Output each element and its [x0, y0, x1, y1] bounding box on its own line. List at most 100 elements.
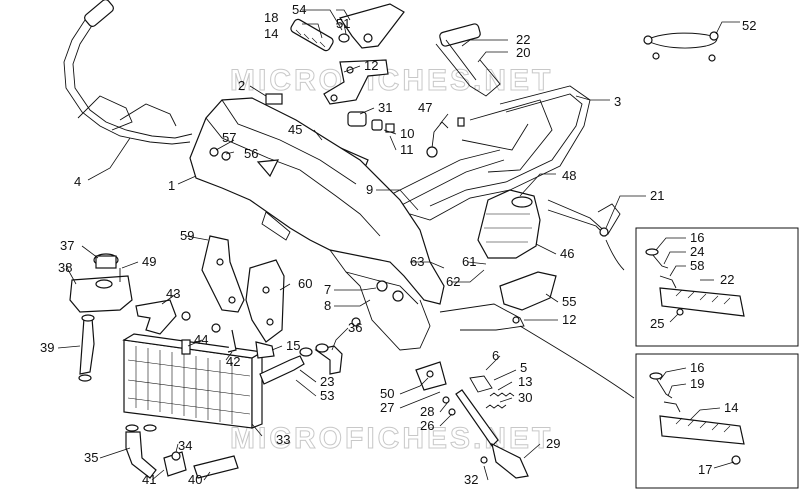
callout-42: 42	[226, 354, 240, 369]
callout-46: 46	[560, 246, 574, 261]
callout-60: 60	[298, 276, 312, 291]
callout-6: 6	[492, 348, 499, 363]
callout-17: 17	[698, 462, 712, 477]
callout-36: 36	[348, 320, 362, 335]
callout-31: 31	[378, 100, 392, 115]
hose-clamp-part	[81, 314, 95, 322]
arrow-to-lower-inset	[519, 325, 635, 399]
bushing-set-part	[347, 111, 395, 133]
expansion-tank-part	[69, 253, 133, 313]
callout-50: 50	[380, 386, 394, 401]
callout-25: 25	[650, 316, 664, 331]
callout-7: 7	[324, 282, 331, 297]
callout-11: 11	[400, 142, 414, 157]
callout-59: 59	[180, 228, 194, 243]
leader-lines	[57, 9, 740, 481]
callout-27: 27	[380, 400, 394, 415]
hose-fitting-part	[255, 341, 275, 359]
callout-40: 40	[188, 472, 202, 487]
sensor-part	[426, 117, 465, 158]
callout-37: 37	[60, 238, 74, 253]
callout-19: 19	[690, 376, 704, 391]
callout-9: 9	[366, 182, 373, 197]
callout-56: 56	[244, 146, 258, 161]
callout-53: 53	[320, 388, 334, 403]
callout-21: 21	[650, 188, 664, 203]
callout-26: 26	[420, 418, 434, 433]
callout-24: 24	[690, 244, 704, 259]
small-plate-part	[265, 93, 283, 105]
callout-62: 62	[446, 274, 460, 289]
support-bracket-left-part	[201, 235, 245, 313]
callout-13: 13	[518, 374, 532, 389]
callout-30: 30	[518, 390, 532, 405]
callout-45: 45	[288, 122, 302, 137]
callout-34: 34	[178, 438, 192, 453]
callout-51: 51	[336, 16, 350, 31]
callout-12: 12	[562, 312, 576, 327]
callout-61: 61	[462, 254, 476, 269]
rider-footrest-bracket-part	[547, 199, 621, 237]
oil-tank-part	[477, 189, 541, 259]
bolt-fitting-part	[181, 339, 191, 355]
callout-29: 29	[546, 436, 560, 451]
callout-20: 20	[516, 45, 530, 60]
callout-41: 41	[142, 472, 156, 487]
screw-fitting-part	[227, 329, 237, 353]
mirror-bracket-part	[338, 3, 405, 49]
footrest-upper-part	[290, 18, 334, 52]
plate-upper-part	[323, 59, 389, 105]
callout-16: 16	[690, 230, 704, 245]
callout-52: 52	[742, 18, 756, 33]
callout-labels: 54 51 18 14 22 20 52 12 2 3 31 47 10 11 …	[40, 2, 756, 487]
arrow-to-upper-inset	[605, 239, 625, 271]
callout-2: 2	[238, 78, 245, 93]
support-bracket-right-part	[245, 259, 285, 343]
callout-39: 39	[40, 340, 54, 355]
watermark-top: MICROFICHES.NET	[230, 64, 553, 97]
callout-16: 16	[690, 360, 704, 375]
hose-small-part	[79, 317, 95, 375]
clamp-part	[135, 299, 221, 335]
rear-subframe-part	[379, 85, 591, 221]
callout-47: 47	[418, 100, 432, 115]
callout-63: 63	[410, 254, 424, 269]
callout-8: 8	[324, 298, 331, 313]
callout-35: 35	[84, 450, 98, 465]
return-spring-part	[442, 392, 515, 416]
callout-12: 12	[364, 58, 378, 73]
callout-33: 33	[276, 432, 290, 447]
callout-57: 57	[222, 130, 236, 145]
callout-28: 28	[420, 404, 434, 419]
callout-4: 4	[74, 174, 81, 189]
hose-clamp-lower-part	[78, 374, 92, 382]
callout-48: 48	[562, 168, 576, 183]
callout-15: 15	[286, 338, 300, 353]
callout-10: 10	[400, 126, 414, 141]
main-frame-part	[189, 97, 445, 351]
lower-hose-assembly-part	[125, 424, 239, 479]
heel-guard-part	[439, 271, 557, 331]
callout-23: 23	[320, 374, 334, 389]
callout-43: 43	[166, 286, 180, 301]
radiator-part	[122, 333, 264, 429]
callout-3: 3	[614, 94, 621, 109]
coolant-hose-part	[259, 343, 343, 385]
callout-54: 54	[292, 2, 306, 17]
footrest-link-part	[435, 23, 501, 97]
callout-14: 14	[264, 26, 278, 41]
inset-lower-footrest	[635, 353, 799, 489]
callout-32: 32	[464, 472, 478, 487]
callout-14: 14	[724, 400, 738, 415]
callout-55: 55	[562, 294, 576, 309]
callout-49: 49	[142, 254, 156, 269]
callout-1: 1	[168, 178, 175, 193]
callout-5: 5	[520, 360, 527, 375]
callout-58: 58	[690, 258, 704, 273]
callout-38: 38	[58, 260, 72, 275]
inset-upper-footrest	[635, 227, 799, 347]
callout-44: 44	[194, 332, 208, 347]
brake-pedal-part	[415, 361, 529, 479]
ground-cable-part	[643, 31, 719, 62]
